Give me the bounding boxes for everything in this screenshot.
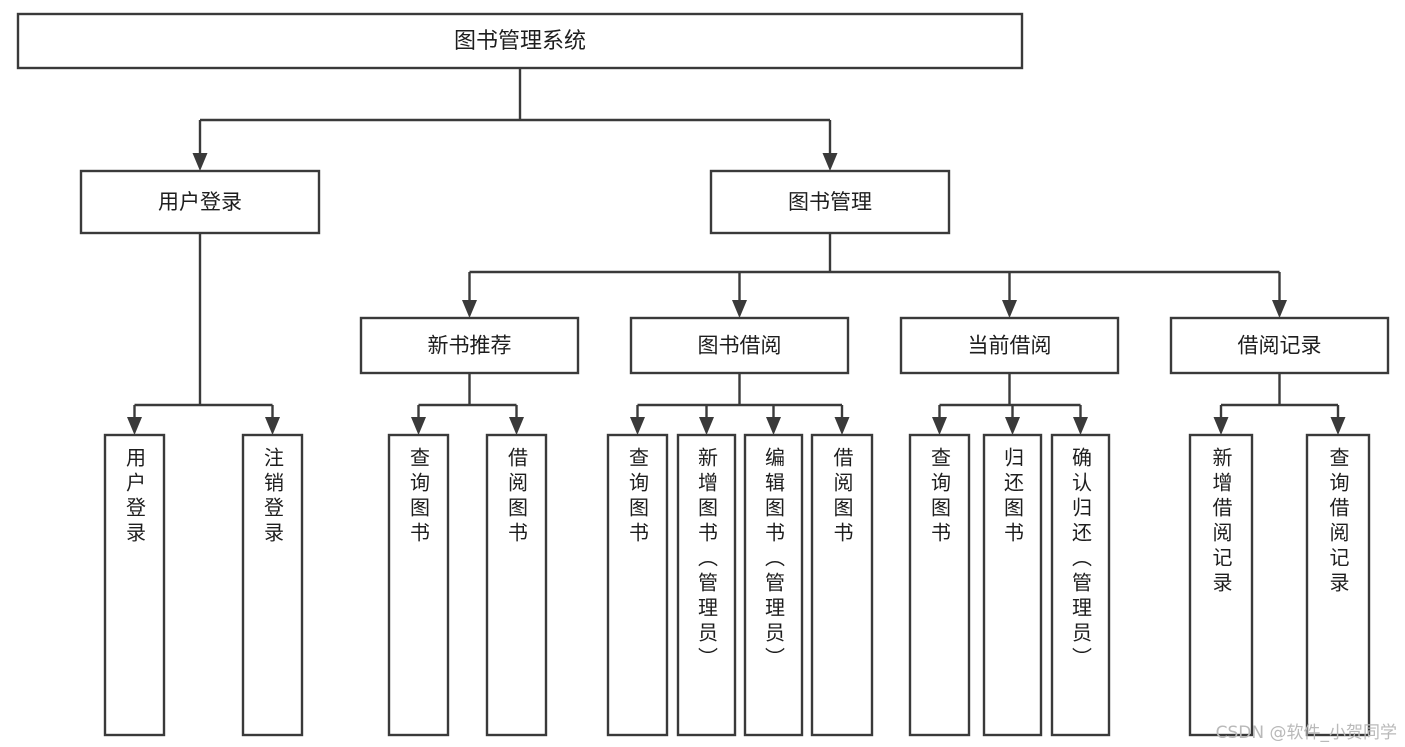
arrow-head-icon	[1005, 417, 1020, 435]
arrow-head-icon	[1002, 300, 1017, 318]
node-level3-label-2: 当前借阅	[968, 334, 1052, 358]
arrow-head-icon	[932, 417, 947, 435]
arrow-head-icon	[699, 417, 714, 435]
arrow-head-icon	[192, 153, 208, 171]
leaf-box-2[interactable]	[387, 433, 450, 737]
node-level2-label-0: 用户登录	[158, 190, 242, 214]
leaf-box-1[interactable]	[241, 433, 304, 737]
arrow-head-icon	[265, 417, 280, 435]
node-level3-box-2[interactable]	[899, 316, 1120, 375]
leaf-box-4[interactable]	[606, 433, 669, 737]
leaf-box-0[interactable]	[103, 433, 166, 737]
arrow-head-icon	[411, 417, 426, 435]
node-root-label: 图书管理系统	[454, 29, 586, 54]
leaf-box-10[interactable]	[1050, 433, 1111, 737]
leaf-box-11[interactable]	[1188, 433, 1254, 737]
node-level2-box-0[interactable]	[79, 169, 321, 235]
node-box-layer	[16, 12, 1390, 737]
node-level3-box-0[interactable]	[359, 316, 580, 375]
arrow-head-icon	[732, 300, 747, 318]
leaf-box-7[interactable]	[810, 433, 874, 737]
arrow-head-icon	[1213, 417, 1229, 435]
arrow-head-icon	[630, 417, 645, 435]
node-level2-box-1[interactable]	[709, 169, 951, 235]
arrow-head-icon	[822, 153, 838, 171]
node-level3-box-1[interactable]	[629, 316, 850, 375]
arrow-head-icon	[127, 417, 142, 435]
leaf-box-9[interactable]	[982, 433, 1043, 737]
node-root-box[interactable]	[16, 12, 1024, 70]
arrow-head-icon	[1073, 417, 1088, 435]
arrow-head-icon	[462, 300, 477, 318]
node-level3-label-0: 新书推荐	[428, 334, 512, 358]
node-level3-box-3[interactable]	[1169, 316, 1390, 375]
leaf-box-6[interactable]	[743, 433, 804, 737]
connector-layer	[127, 68, 1346, 435]
leaf-box-3[interactable]	[485, 433, 548, 737]
node-level3-label-3: 借阅记录	[1238, 334, 1322, 358]
node-level3-label-1: 图书借阅	[698, 334, 782, 358]
node-level2-label-1: 图书管理	[788, 190, 872, 214]
arrow-head-icon	[1272, 300, 1287, 318]
arrow-head-icon	[766, 417, 781, 435]
arrow-head-icon	[509, 417, 524, 435]
leaf-box-8[interactable]	[908, 433, 971, 737]
arrow-head-icon	[834, 417, 850, 435]
leaf-box-12[interactable]	[1305, 433, 1371, 737]
leaf-box-5[interactable]	[676, 433, 737, 737]
arrow-head-icon	[1330, 417, 1346, 435]
